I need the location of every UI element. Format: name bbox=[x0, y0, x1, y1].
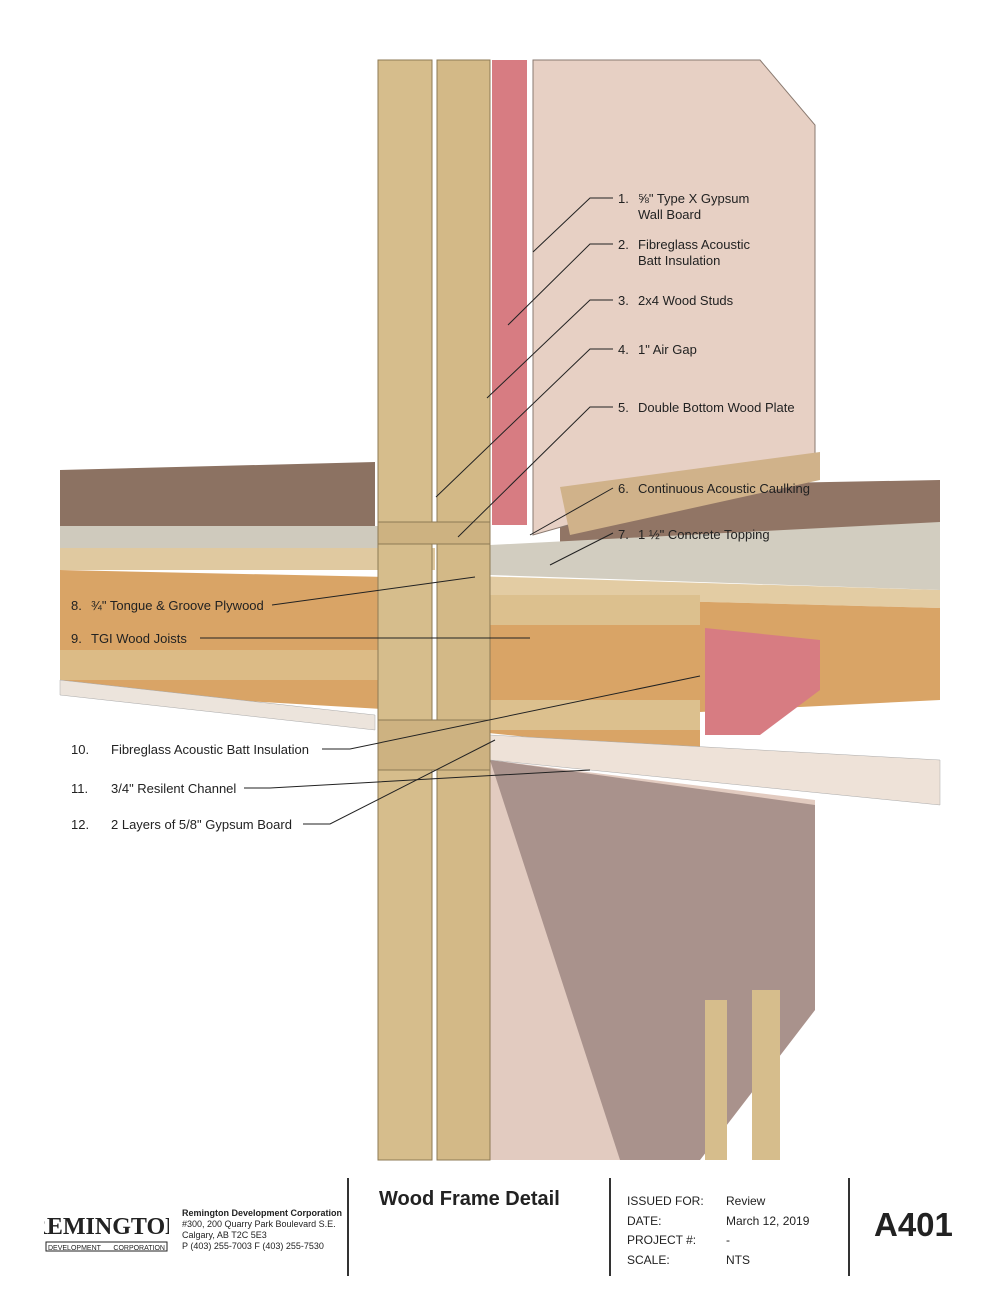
callout-number: 4. bbox=[618, 342, 629, 357]
callout-8: 8. ¾" Tongue & Groove Plywood bbox=[71, 598, 264, 614]
callout-6: 6. Continuous Acoustic Caulking bbox=[618, 481, 810, 497]
callout-3: 3. 2x4 Wood Studs bbox=[618, 293, 733, 309]
date-label: DATE: bbox=[627, 1213, 662, 1228]
callout-9: 9. TGI Wood Joists bbox=[71, 631, 187, 647]
plywood-right bbox=[440, 575, 940, 608]
issued-for-label: ISSUED FOR: bbox=[627, 1194, 704, 1208]
project-value: - bbox=[726, 1233, 730, 1247]
field-labels: ISSUED FOR: DATE: PROJECT #: SCALE: bbox=[627, 1192, 704, 1270]
batt-insulation-floor bbox=[705, 628, 820, 735]
sheet-number: A401 bbox=[874, 1206, 953, 1243]
issued-for-value: Review bbox=[726, 1194, 766, 1208]
field-values: Review March 12, 2019 - NTS bbox=[726, 1192, 809, 1270]
company-info: Remington Development Corporation #300, … bbox=[182, 1208, 342, 1252]
callout-5: 5. Double Bottom Wood Plate bbox=[618, 400, 795, 416]
callout-text: 2x4 Wood Studs bbox=[638, 293, 734, 308]
callout-number: 9. bbox=[71, 631, 82, 646]
callout-text: Batt Insulation bbox=[638, 253, 721, 268]
plywood-left bbox=[60, 548, 435, 570]
lower-stud bbox=[705, 1000, 727, 1160]
caulking-strip bbox=[560, 452, 820, 535]
callout-number: 3. bbox=[618, 293, 629, 308]
callout-number: 6. bbox=[618, 481, 629, 496]
callout-text: Fibreglass Acoustic Batt Insulation bbox=[111, 742, 309, 757]
wood-stud bbox=[436, 59, 491, 1161]
callout-number: 7. bbox=[618, 527, 629, 542]
divider bbox=[848, 1178, 850, 1276]
callout-number: 5. bbox=[618, 400, 629, 415]
divider bbox=[347, 1178, 349, 1276]
callout-text: Double Bottom Wood Plate bbox=[638, 400, 795, 415]
date-value: March 12, 2019 bbox=[726, 1213, 810, 1228]
callout-text: TGI Wood Joists bbox=[91, 631, 187, 646]
callout-text: Wall Board bbox=[638, 207, 702, 222]
company-city: Calgary, AB T2C 5E3 bbox=[182, 1230, 267, 1240]
batt-insulation-wall bbox=[492, 60, 527, 525]
callout-text: 1 ½" Concrete Topping bbox=[638, 527, 770, 542]
callout-text: 1" Air Gap bbox=[638, 342, 697, 357]
callout-text: Continuous Acoustic Caulking bbox=[638, 481, 810, 496]
callout-4: 4. 1" Air Gap bbox=[618, 342, 697, 358]
drawing-title: Wood Frame Detail bbox=[379, 1188, 560, 1210]
scale-value: NTS bbox=[726, 1252, 750, 1267]
wood-stud bbox=[377, 59, 433, 1161]
company-address: #300, 200 Quarry Park Boulevard S.E. bbox=[182, 1219, 336, 1229]
upper-gypsum-wall bbox=[532, 59, 816, 536]
svg-text:DEVELOPMENT: DEVELOPMENT bbox=[48, 1245, 102, 1252]
project-label: PROJECT #: bbox=[627, 1233, 697, 1247]
callout-number: 10. bbox=[71, 742, 90, 757]
callout-11: 11. 3/4" Resilent Channel bbox=[71, 781, 236, 797]
callout-text: 2 Layers of 5/8" Gypsum Board bbox=[111, 817, 292, 832]
lower-wall-shadow bbox=[490, 760, 815, 1160]
callout-number: 8. bbox=[71, 598, 82, 613]
scale-label: SCALE: bbox=[627, 1252, 670, 1267]
divider bbox=[609, 1178, 611, 1276]
company-phone: P (403) 255-7003 F (403) 255-7530 bbox=[182, 1241, 324, 1251]
ceiling-gypsum-left bbox=[59, 679, 376, 731]
svg-text:CORPORATION: CORPORATION bbox=[113, 1245, 165, 1252]
concrete-topping-left bbox=[60, 526, 380, 548]
bottom-plate bbox=[377, 521, 491, 545]
callout-10: 10. Fibreglass Acoustic Batt Insulation bbox=[71, 742, 309, 758]
callout-number: 12. bbox=[71, 817, 90, 832]
company-name: Remington Development Corporation bbox=[182, 1208, 343, 1218]
wood-frame-illustration bbox=[59, 59, 941, 1161]
svg-text:REMINGTON: REMINGTON bbox=[44, 1214, 169, 1240]
callout-number: 11. bbox=[71, 781, 89, 796]
callout-text: Fibreglass Acoustic bbox=[638, 237, 750, 252]
callout-number: 1. bbox=[618, 191, 629, 206]
callout-number: 2. bbox=[618, 237, 629, 252]
callout-text: 3/4" Resilent Channel bbox=[111, 781, 237, 796]
callout-text: ⅝" Type X Gypsum bbox=[638, 191, 750, 206]
left-floor-surface bbox=[60, 462, 375, 528]
callout-text: ¾" Tongue & Groove Plywood bbox=[91, 598, 264, 613]
concrete-topping-right bbox=[490, 522, 940, 590]
leader-lines bbox=[200, 197, 701, 825]
callout-12: 12. 2 Layers of 5/8" Gypsum Board bbox=[71, 817, 292, 833]
joist-flange bbox=[60, 650, 432, 680]
callout-7: 7. 1 ½" Concrete Topping bbox=[618, 527, 770, 543]
company-logo: REMINGTON DEVELOPMENT CORPORATION bbox=[30, 1204, 184, 1254]
lower-stud bbox=[752, 990, 780, 1160]
bottom-plate bbox=[377, 719, 491, 771]
